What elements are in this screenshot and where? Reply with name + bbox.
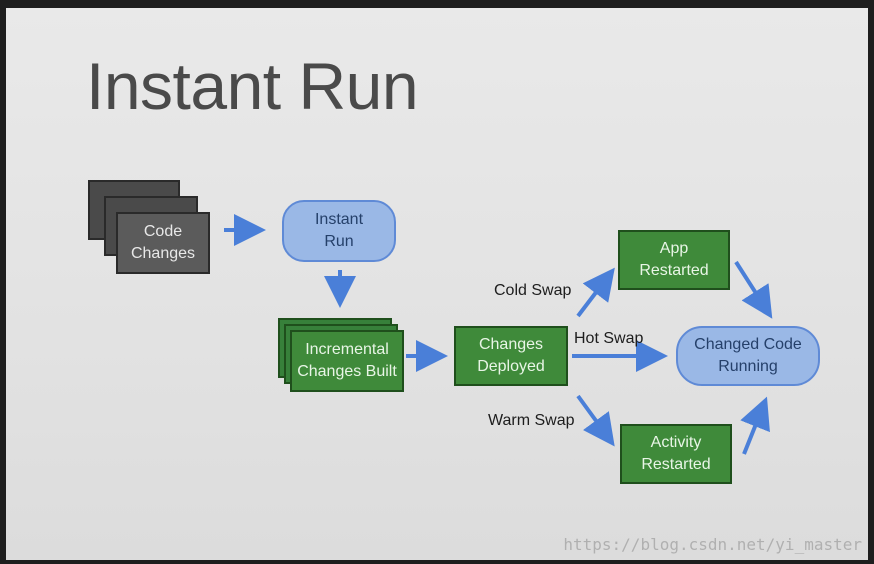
slide-title: Instant Run: [86, 49, 419, 123]
changed-code-running-label: Changed Code Running: [694, 336, 802, 375]
cold-swap-label: Cold Swap: [494, 282, 572, 299]
instant-run-node: Instant Run: [282, 200, 396, 262]
app-restarted-label: App Restarted: [639, 240, 709, 279]
watermark: https://blog.csdn.net/yi_master: [563, 535, 862, 554]
arrow-app-to-running: [734, 260, 773, 319]
instant-run-label: Instant Run: [314, 211, 364, 250]
code-changes-label: Code Changes: [130, 223, 196, 262]
arrow-cold-swap: [576, 267, 615, 318]
changes-deployed-node: Changes Deployed: [454, 326, 568, 386]
arrows-layer: [224, 214, 773, 455]
hot-swap-label: Hot Swap: [574, 330, 644, 347]
incremental-changes-node: Incremental Changes Built: [290, 330, 404, 392]
code-changes-node: Code Changes: [116, 212, 210, 274]
activity-restarted-node: Activity Restarted: [620, 424, 732, 484]
slide: Instant Run Code Changes Instant Run Inc…: [6, 8, 868, 560]
activity-restarted-label: Activity Restarted: [641, 434, 711, 473]
app-restarted-node: App Restarted: [618, 230, 730, 290]
changes-deployed-label: Changes Deployed: [477, 336, 545, 375]
arrow-warm-swap: [576, 394, 615, 447]
changed-code-running-node: Changed Code Running: [676, 326, 820, 386]
warm-swap-label: Warm Swap: [488, 412, 575, 429]
arrow-activity-to-running: [740, 396, 770, 455]
incremental-changes-label: Incremental Changes Built: [297, 341, 397, 380]
